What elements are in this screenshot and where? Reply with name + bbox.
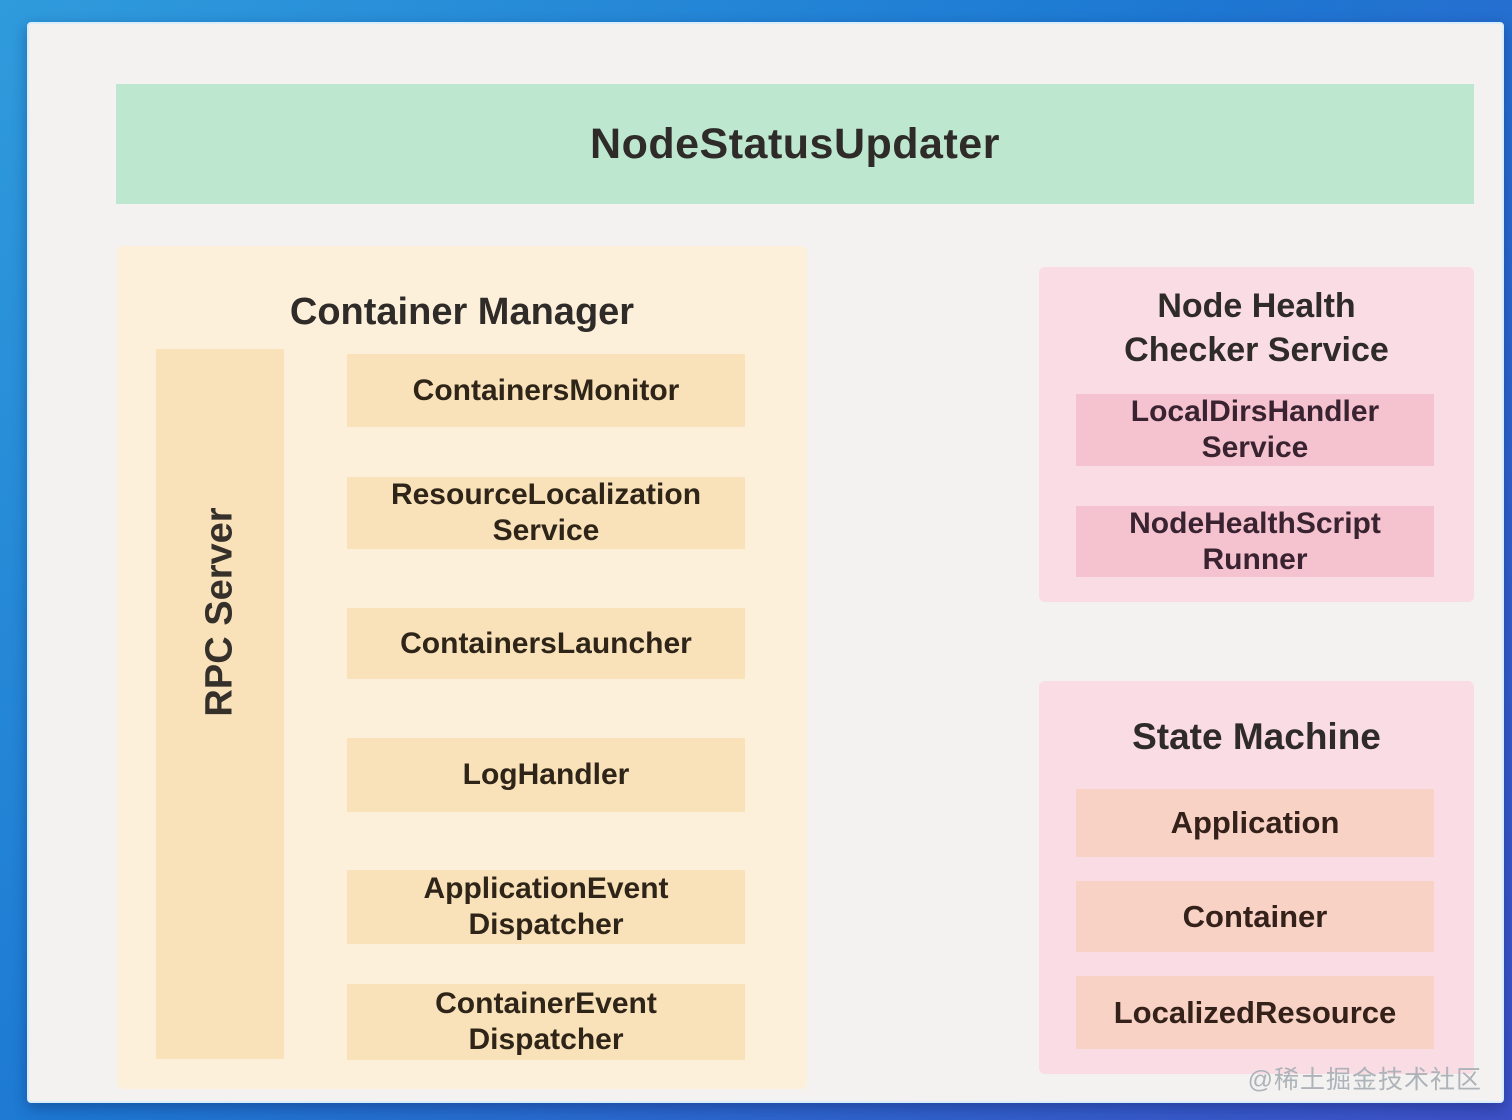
container-event-dispatcher-block: ContainerEvent Dispatcher [347, 984, 745, 1060]
containers-launcher-block: ContainersLauncher [347, 608, 745, 679]
localized-resource-state-block: LocalizedResource [1076, 976, 1434, 1049]
juejin-watermark: @稀土掘金技术社区 [1247, 1066, 1482, 1094]
node-status-updater-label: NodeStatusUpdater [590, 119, 1000, 168]
application-event-dispatcher-block: ApplicationEvent Dispatcher [347, 870, 745, 944]
container-manager-panel: Container Manager RPC Server ContainersM… [117, 246, 807, 1089]
state-machine-panel: State Machine Application Container Loca… [1039, 681, 1474, 1074]
node-status-updater-block: NodeStatusUpdater [116, 84, 1474, 204]
container-manager-title: Container Manager [289, 291, 635, 333]
log-handler-block: LogHandler [347, 738, 745, 812]
rpc-server-label: RPC Server [198, 507, 241, 717]
container-state-block: Container [1076, 881, 1434, 952]
containers-monitor-block: ContainersMonitor [347, 354, 745, 427]
local-dirs-handler-service-block: LocalDirsHandler Service [1076, 394, 1434, 466]
resource-localization-service-block: ResourceLocalization Service [347, 477, 745, 549]
node-health-checker-panel: Node Health Checker Service LocalDirsHan… [1039, 267, 1474, 602]
state-machine-title: State Machine [1132, 716, 1381, 757]
application-state-block: Application [1076, 789, 1434, 857]
diagram-card: NodeStatusUpdater Container Manager RPC … [27, 22, 1504, 1103]
node-health-checker-title: Node Health Checker Service [1124, 287, 1389, 369]
node-health-script-runner-block: NodeHealthScript Runner [1076, 506, 1434, 577]
rpc-server-block: RPC Server [156, 349, 284, 1059]
